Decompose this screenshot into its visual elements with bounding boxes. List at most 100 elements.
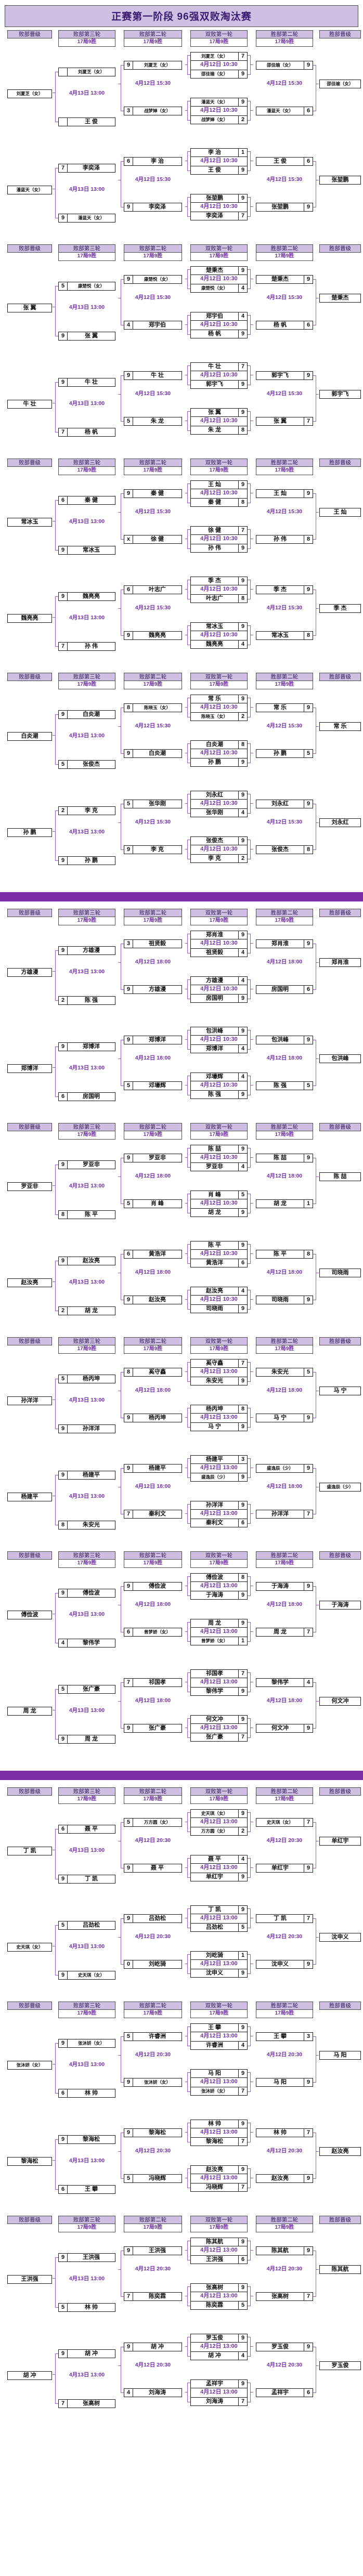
connector-line xyxy=(187,1244,188,1264)
connector-line xyxy=(187,483,188,503)
connector-line xyxy=(187,1148,188,1168)
player-name: 祁国孝 xyxy=(206,1670,223,1677)
player-name: 王洪强 xyxy=(149,2247,166,2254)
connector-line xyxy=(185,1417,188,1418)
loser-advance: 罗亚非 xyxy=(7,1182,52,1191)
connector-line xyxy=(250,1718,251,1738)
loser-round3-time: 4月13日 13:00 xyxy=(69,1183,105,1189)
connector-line xyxy=(187,216,190,217)
player-score: 7 xyxy=(238,2087,247,2095)
round-header-format: 17局9胜 xyxy=(256,1560,313,1568)
player-score: 0 xyxy=(124,1960,133,1968)
round-header-label: 胜部第二轮 xyxy=(256,1337,313,1345)
player-name: 战梦婵（女） xyxy=(201,117,228,122)
connector-line xyxy=(248,979,251,980)
loser-round2-time: 4月12日 15:30 xyxy=(135,176,171,182)
player-score xyxy=(59,68,68,76)
connector-line xyxy=(185,1157,188,1158)
connector-line xyxy=(250,64,253,65)
round-header-col-0: 败部晋级 xyxy=(7,1123,52,1131)
connector-line xyxy=(187,2072,190,2073)
connector-line xyxy=(248,813,251,814)
loser-advance: 牛 壮 xyxy=(7,400,52,409)
player-score: 9 xyxy=(59,1735,68,1743)
round-header-label: 败部晋级 xyxy=(7,244,52,253)
match-time: 4月12日 13:00 xyxy=(190,2174,248,2183)
player-score: 1 xyxy=(238,149,247,156)
player-score: 7 xyxy=(59,643,68,650)
winner-round-time: 4月12日 20:30 xyxy=(266,1837,303,1843)
connector-line xyxy=(250,743,251,763)
player-name: 李 克 xyxy=(208,855,222,861)
player-score: 3 xyxy=(124,107,133,115)
connector-line xyxy=(53,2278,55,2279)
player-score: 8 xyxy=(238,595,247,603)
round-header-format: 17局9胜 xyxy=(58,2224,115,2232)
connector-line xyxy=(250,2383,251,2402)
player-name: 孙 鹏 xyxy=(208,759,222,765)
round-header-format: 17局9胜 xyxy=(190,681,248,689)
connector-line xyxy=(55,2043,56,2093)
player-score: 9 xyxy=(304,1960,313,1968)
loser-round2-time: 4月12日 18:00 xyxy=(135,959,171,965)
round-header-label: 败部第二轮 xyxy=(124,2002,182,2010)
player-name: 孙洋洋 xyxy=(271,1511,289,1517)
connector-line xyxy=(250,1513,253,1514)
connector-line xyxy=(313,421,316,422)
connector-line xyxy=(313,2036,316,2037)
player-name: 季 杰 xyxy=(273,586,287,593)
connector-line xyxy=(187,197,188,217)
connector-line xyxy=(248,2072,251,2073)
connector-line xyxy=(250,483,251,503)
loser-round3-time: 4月13日 13:00 xyxy=(69,1493,105,1499)
loser-round2-time: 4月12日 15:30 xyxy=(135,80,171,86)
connector-line xyxy=(187,1576,188,1596)
connector-line xyxy=(248,1718,251,1719)
player-name: 曾梦娇（女） xyxy=(144,1629,171,1634)
player-name: 司晓雨 xyxy=(271,1297,289,1303)
player-score: 9 xyxy=(59,2254,68,2261)
loser-round2-time: 4月12日 20:30 xyxy=(135,2266,171,2272)
player-score: 9 xyxy=(304,2343,313,2351)
match-time: 4月12日 10:30 xyxy=(190,749,248,758)
connector-line xyxy=(187,483,190,484)
connector-line xyxy=(187,334,190,335)
match-time: 4月12日 13:00 xyxy=(190,1818,248,1827)
connector-line xyxy=(250,2286,251,2306)
loser-round3-time: 4月13日 13:00 xyxy=(69,518,105,525)
round-header-col-5: 胜部晋级 xyxy=(319,459,361,467)
player-score: 9 xyxy=(304,2247,313,2255)
connector-line xyxy=(250,1417,253,1418)
player-name: 许睿洲 xyxy=(206,2042,223,2048)
match-player-row: 张沐妍（女）7 xyxy=(190,2087,248,2096)
loser-round3-time: 4月13日 13:00 xyxy=(69,400,105,407)
player-name: 张华刚 xyxy=(149,801,166,807)
player-name: 冯晓辉 xyxy=(206,2184,223,2190)
player-name: 张堃鹏 xyxy=(271,204,289,210)
connector-line xyxy=(187,1408,188,1428)
connector-line xyxy=(316,962,319,963)
player-name: 孙 鹏 xyxy=(84,857,98,864)
loser-advance: 白炎潮 xyxy=(7,732,52,741)
